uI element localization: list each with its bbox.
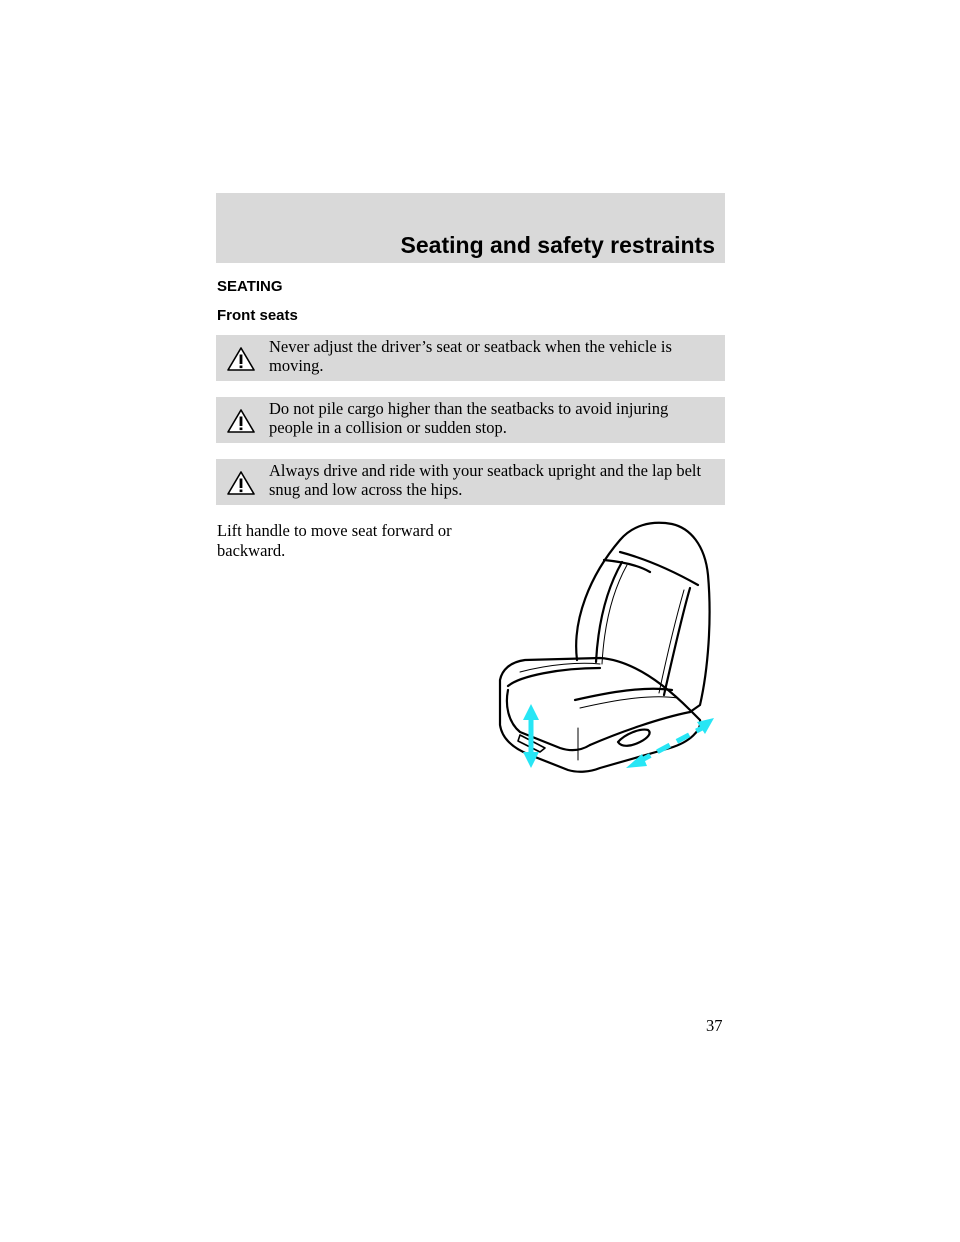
chapter-title: Seating and safety restraints <box>400 232 715 258</box>
warning-text: Always drive and ride with your seatback… <box>269 461 702 499</box>
section-heading: SEATING <box>217 278 283 295</box>
warning-box: Do not pile cargo higher than the seatba… <box>216 397 725 443</box>
warning-box: Always drive and ride with your seatback… <box>216 459 725 505</box>
page-number: 37 <box>706 1016 723 1035</box>
subsection-heading: Front seats <box>217 307 298 324</box>
warning-text: Never adjust the driver’s seat or seatba… <box>269 337 672 375</box>
warning-box: Never adjust the driver’s seat or seatba… <box>216 335 725 381</box>
front-seat-illustration <box>498 521 714 773</box>
instruction-text: Lift handle to move seat forward or back… <box>217 521 452 560</box>
warning-triangle-icon <box>227 347 255 371</box>
warning-triangle-icon <box>227 471 255 495</box>
warning-triangle-icon <box>227 409 255 433</box>
warning-text: Do not pile cargo higher than the seatba… <box>269 399 669 437</box>
chapter-header: Seating and safety restraints <box>216 193 725 263</box>
